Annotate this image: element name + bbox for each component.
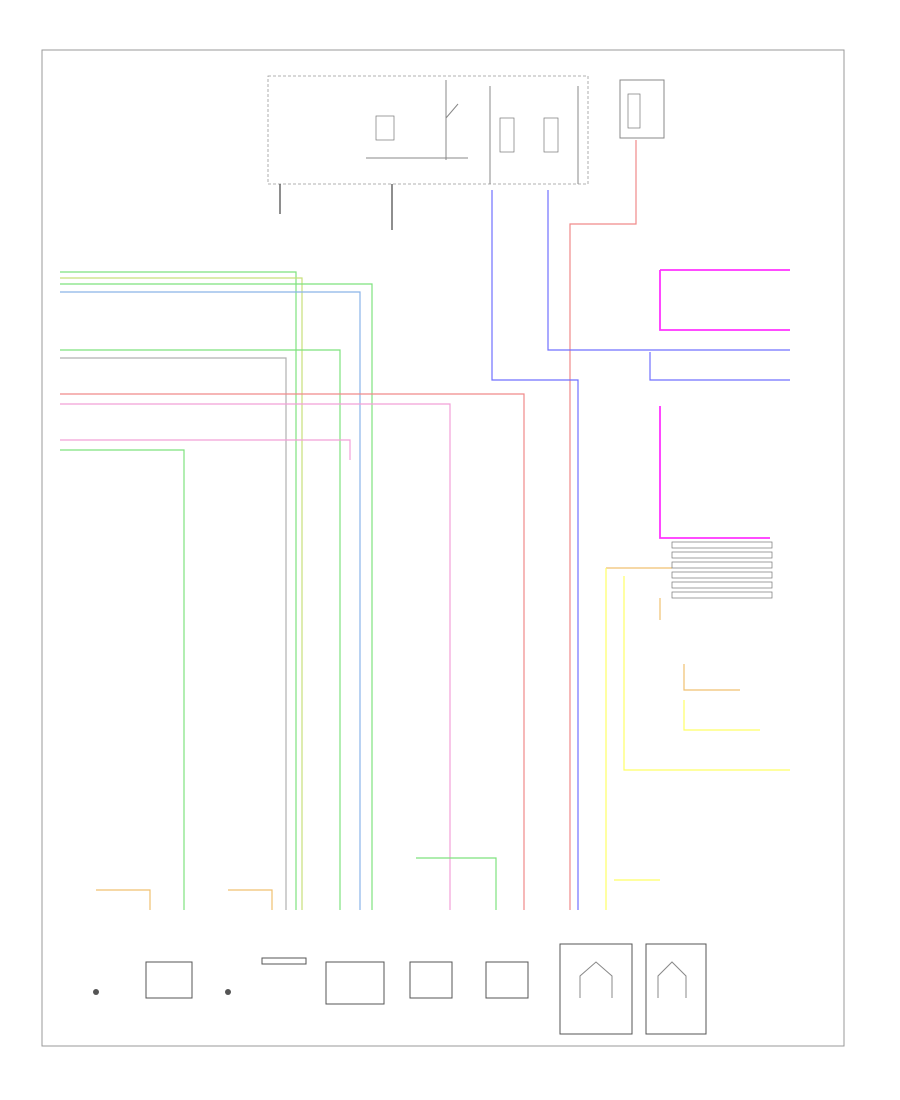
fuse-block-right	[619, 79, 665, 139]
wire-green-4	[60, 449, 185, 910]
front-sensor-box-right	[485, 961, 529, 999]
wire-violet-2	[547, 190, 790, 351]
front-sensor-box-left	[409, 961, 453, 999]
wire-green-2	[60, 283, 373, 910]
diagram-frame	[41, 49, 845, 1047]
rear-sensor-box	[145, 961, 193, 999]
wire-magenta-2	[659, 270, 790, 331]
headlamp-switch-contact	[579, 961, 613, 998]
wheel-sensor-box	[261, 957, 307, 965]
right-connector-pins	[671, 541, 773, 599]
wire-red-1	[60, 393, 525, 910]
control-module-box	[325, 961, 385, 1005]
wire-orange-4	[96, 889, 151, 910]
component-row	[93, 943, 707, 1035]
wire-yellow-1	[623, 576, 790, 771]
switch-contact	[657, 961, 687, 998]
wire-violet-1	[491, 190, 579, 910]
wire-pink-2	[60, 439, 351, 460]
wire-harness	[60, 140, 790, 910]
wire-blue-1	[60, 291, 361, 910]
wire-magenta-3	[659, 406, 770, 539]
wire-orange-3	[683, 664, 740, 691]
wire-green-1	[60, 271, 297, 910]
ground-symbol	[225, 989, 231, 995]
wire-grey-1	[60, 357, 287, 910]
wire-red-2	[569, 140, 637, 910]
wire-yellow-green-1	[60, 277, 303, 910]
wire-yellow-3	[683, 700, 760, 731]
switch-box	[645, 943, 707, 1035]
headlamp-switch-box	[559, 943, 633, 1035]
engine-control-module-block	[267, 75, 589, 185]
ground-symbol	[93, 989, 99, 995]
wire-green-3	[60, 349, 341, 910]
wire-orange-5	[228, 889, 273, 910]
wire-pink-1	[60, 403, 451, 910]
wire-violet-3	[649, 352, 790, 381]
wire-green-5	[416, 857, 497, 910]
